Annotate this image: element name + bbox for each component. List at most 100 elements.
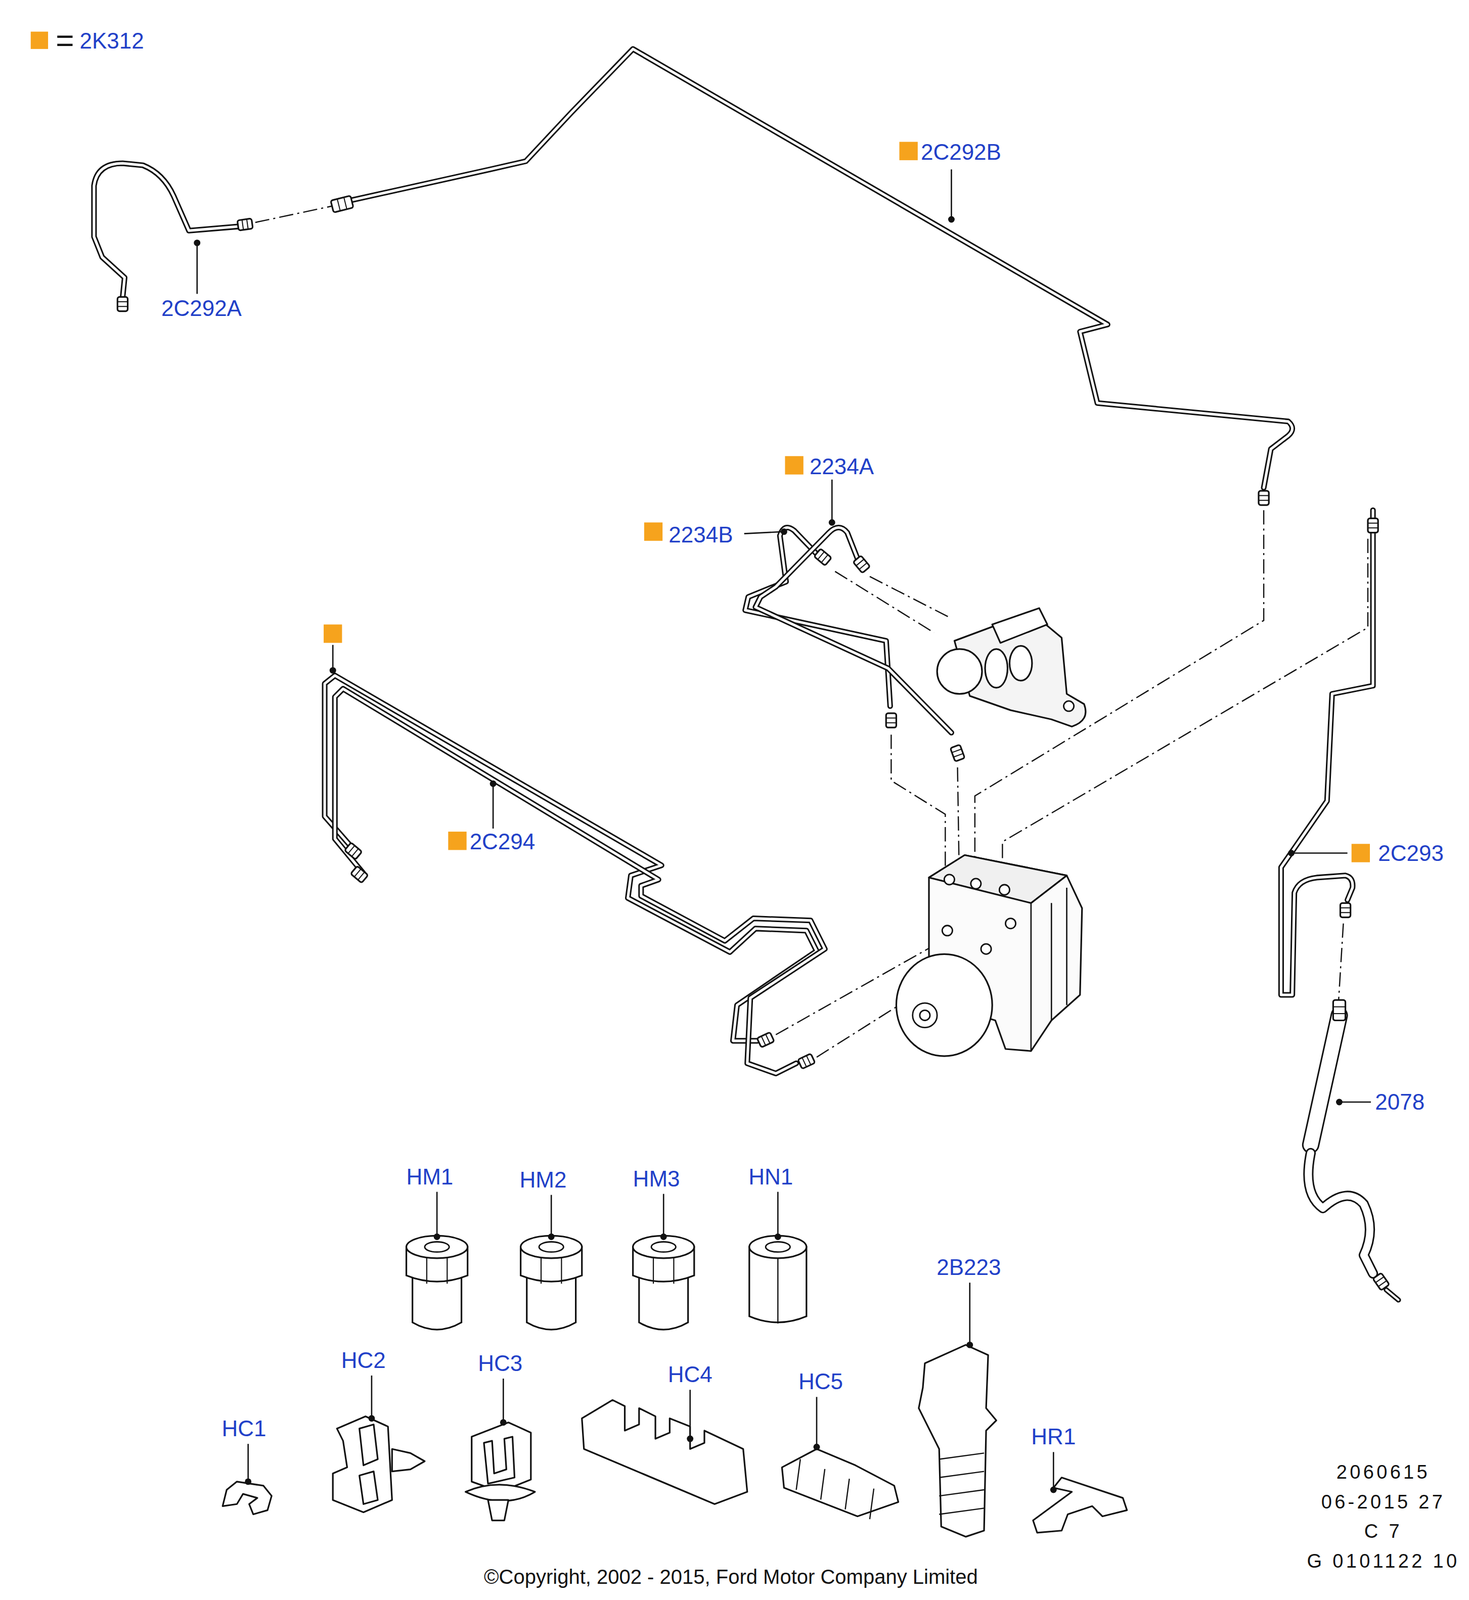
tube-nut <box>1332 1000 1346 1021</box>
part-number: 2C292A <box>161 295 242 321</box>
clip-barb <box>939 1453 985 1460</box>
copyright-note: ©Copyright, 2002 - 2015, Ford Motor Comp… <box>483 1566 978 1589</box>
clip-base <box>465 1485 536 1502</box>
part-number: HM1 <box>406 1164 454 1189</box>
leader-line <box>777 1192 779 1238</box>
clip-screw <box>391 1449 425 1472</box>
tube-nut <box>344 842 363 861</box>
clip-barb <box>939 1490 985 1497</box>
clip-jaw <box>483 1437 515 1485</box>
tube-nut <box>885 713 897 728</box>
outlet-port <box>1009 646 1032 682</box>
assembly-line <box>1338 923 1344 1007</box>
mount-hole <box>1063 701 1074 712</box>
pipe-fill <box>334 688 825 1074</box>
part-number: 2C292B <box>920 140 1002 165</box>
legend-text: 2K312 <box>79 28 144 54</box>
clip-rib <box>869 1489 874 1521</box>
marker-square <box>899 142 918 161</box>
leader-dot <box>686 1436 694 1443</box>
leader-dot <box>193 239 201 247</box>
part-number: HM2 <box>519 1167 567 1192</box>
motor-shaft <box>919 1010 930 1021</box>
leader-line <box>196 242 198 294</box>
pipe-clip <box>332 1416 392 1513</box>
abs-edges <box>1031 875 1067 1052</box>
leader-dot <box>244 1478 252 1486</box>
leader-dot <box>1287 850 1295 857</box>
abs-port <box>999 884 1010 896</box>
tube-nut <box>950 744 965 762</box>
tube-nut <box>1372 1273 1390 1292</box>
connector-nut <box>749 1235 807 1324</box>
tube-nut <box>330 195 354 213</box>
abs-port <box>970 878 982 889</box>
leader-line <box>968 1282 971 1346</box>
drawing-code: C 7 <box>1364 1521 1403 1543</box>
leader-dot <box>1050 1487 1057 1494</box>
tube-nut <box>520 1235 583 1330</box>
pipe-outline <box>352 49 1293 488</box>
reservoir-port <box>992 608 1048 644</box>
tube-nut <box>633 1235 695 1330</box>
clip-rib <box>845 1479 850 1510</box>
part-number: HC2 <box>341 1348 386 1373</box>
drawing-code: G 0101122 10 <box>1306 1551 1460 1573</box>
part-number: 2234B <box>668 522 733 548</box>
tube-nut <box>406 1235 468 1330</box>
tube-nut <box>814 548 832 566</box>
pipe-outline <box>1386 1289 1399 1301</box>
leader-dot <box>490 780 497 788</box>
part-number: 2234A <box>809 454 874 479</box>
tube-nut <box>853 555 871 574</box>
part-number: HM3 <box>633 1166 681 1191</box>
clip-stud <box>487 1500 509 1521</box>
part-number: 2C293 <box>1377 840 1444 866</box>
leader-dot <box>828 519 836 526</box>
leader-dot <box>948 216 955 224</box>
legend-swatch <box>30 31 49 50</box>
pump-motor <box>896 954 993 1057</box>
leader-line <box>744 531 785 534</box>
leader-line <box>689 1390 691 1440</box>
pipe-fill <box>755 527 952 734</box>
leader-dot <box>966 1342 973 1349</box>
tube-nut <box>350 866 369 884</box>
pipe-fill <box>1280 510 1373 996</box>
tube-nut <box>1367 518 1378 533</box>
drawing-code: 2060615 <box>1336 1462 1431 1484</box>
assembly-lines <box>255 206 1368 1058</box>
assembly-line <box>1002 539 1368 915</box>
retaining-clip <box>1033 1478 1128 1534</box>
pipe-fill <box>1386 1289 1399 1301</box>
tube-nut <box>1258 491 1269 506</box>
clip-rib <box>796 1459 801 1491</box>
pipe-outline <box>334 688 825 1074</box>
tube-nut <box>797 1053 816 1070</box>
part-number: 2B223 <box>936 1255 1001 1280</box>
pipe-fill <box>324 675 817 1042</box>
leader-line <box>662 1194 665 1238</box>
leader-dot <box>368 1415 375 1422</box>
marker-square <box>784 456 804 475</box>
part-number: 2C294 <box>469 829 536 855</box>
equals-sign <box>57 43 73 47</box>
leader-line <box>1052 1452 1055 1491</box>
leader-line <box>1291 852 1348 855</box>
abs-port <box>1005 918 1016 929</box>
leader-dot <box>660 1233 667 1241</box>
marker-square <box>323 624 342 643</box>
pipe-clip <box>222 1482 272 1516</box>
clip-barb <box>939 1472 985 1479</box>
part-number: HN1 <box>748 1164 793 1189</box>
leader-line <box>1339 1101 1371 1104</box>
pipe-outline <box>324 675 817 1042</box>
assembly-line <box>255 206 332 223</box>
leader-dot <box>500 1419 507 1427</box>
abs-port <box>942 925 953 937</box>
pipe-clip <box>781 1449 899 1517</box>
pipe-outline <box>755 527 952 734</box>
pipe-fill <box>94 163 239 298</box>
part-number: HC3 <box>477 1351 523 1376</box>
